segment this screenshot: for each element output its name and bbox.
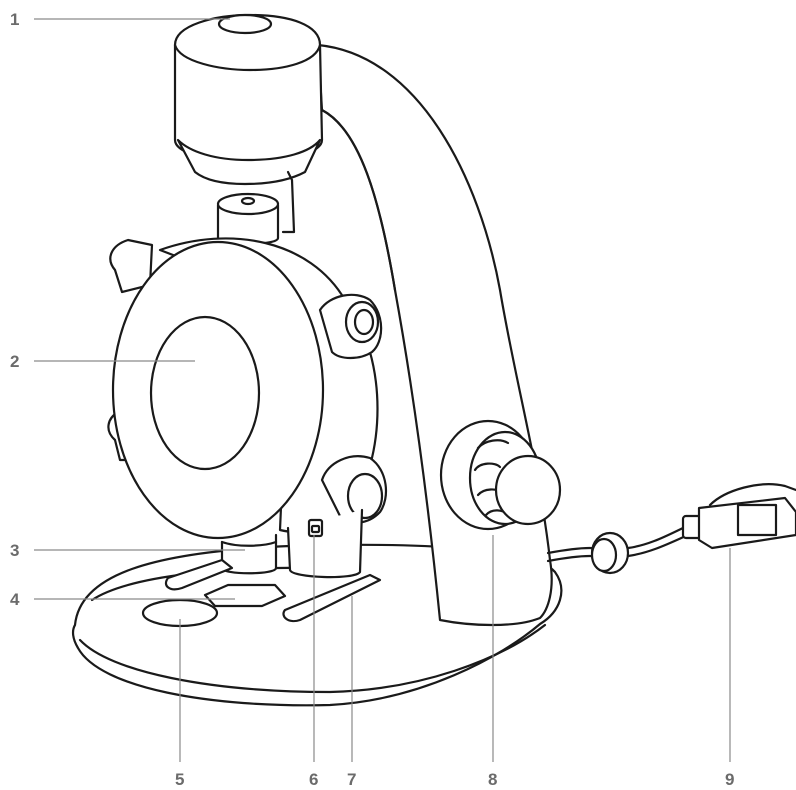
power-switch (286, 508, 364, 579)
callout-4: 4 (10, 590, 20, 609)
callout-3: 3 (10, 541, 19, 560)
camera-head (173, 13, 324, 234)
focus-knob (439, 419, 562, 531)
callout-labels: 1 2 3 4 5 6 7 8 9 (10, 10, 734, 789)
led-ring-housing (107, 237, 387, 540)
callout-8: 8 (488, 770, 497, 789)
callout-5: 5 (175, 770, 184, 789)
callout-7: 7 (347, 770, 356, 789)
stage-clips (164, 558, 382, 623)
callout-1: 1 (10, 10, 19, 29)
leader-lines (34, 18, 731, 762)
usb-cable (546, 483, 796, 575)
sample-slot (203, 583, 287, 608)
callout-2: 2 (10, 352, 19, 371)
connector-post (216, 192, 280, 246)
callout-9: 9 (725, 770, 734, 789)
callout-6: 6 (309, 770, 318, 789)
